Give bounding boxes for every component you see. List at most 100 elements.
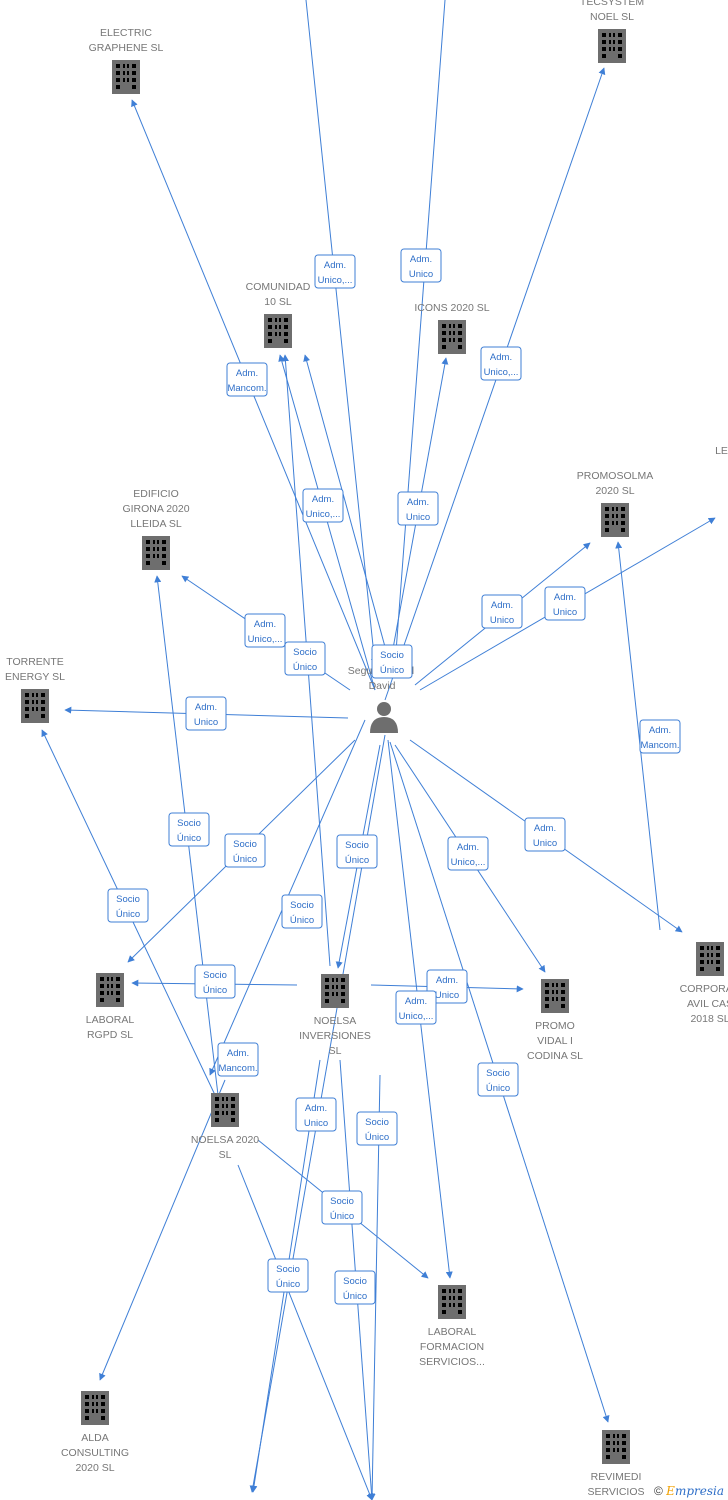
edge-role-label[interactable]: Adm. Mancom. (226, 362, 268, 397)
role-text: Unico (490, 615, 514, 626)
relationship-edge (615, 541, 661, 931)
company-name: GRAPHENE SL (89, 42, 164, 54)
company-name: LEX (715, 445, 728, 457)
company-name: NOEL SL (590, 11, 634, 23)
role-text: Único (330, 1211, 354, 1222)
edge-role-label[interactable]: Adm.Unico,... (480, 346, 522, 381)
company-node-revimedi[interactable]: REVIMEDI SERVICIOS (588, 1430, 645, 1498)
company-node-lex[interactable]: LEX (715, 445, 728, 457)
building-icon (96, 973, 124, 1007)
company-name: CONSULTING (61, 1447, 129, 1459)
edge-role-label[interactable]: Adm.Unico,... (314, 254, 356, 289)
role-text: Unico (304, 1118, 328, 1129)
role-text: Adm. (236, 368, 258, 379)
edge-role-label[interactable]: Adm.Unico (481, 594, 523, 629)
company-name: NOELSA (314, 1015, 357, 1027)
role-text: Único (365, 1132, 389, 1143)
company-name: SL (219, 1149, 232, 1161)
company-node-corporac[interactable]: CORPORACAVIL CAS2018 SL (680, 942, 728, 1025)
company-node-electric[interactable]: ELECTRIC GRAPHENE SL (89, 27, 164, 94)
role-text: Socio (293, 647, 317, 658)
role-text: Adm. (436, 975, 458, 986)
edge-role-label[interactable]: Adm.Unico (524, 817, 566, 852)
company-name: INVERSIONES (299, 1030, 371, 1042)
relationship-edge (391, 0, 446, 666)
edge-role-label[interactable]: Adm. Unico (295, 1097, 337, 1132)
company-name: TORRENTE (6, 656, 64, 668)
person-name: David (369, 680, 396, 692)
company-name: CORPORAC (680, 983, 728, 995)
edge-role-label[interactable]: Adm.Unico,... (395, 990, 437, 1025)
building-icon (438, 320, 466, 354)
edge-role-label[interactable]: Adm.Mancom. (639, 719, 681, 754)
role-text: Socio (290, 900, 314, 911)
company-name: SERVICIOS (588, 1486, 645, 1498)
company-node-laboral_form[interactable]: LABORALFORMACIONSERVICIOS... (419, 1285, 485, 1368)
edge-role-label[interactable]: Adm.Unico,... (244, 613, 286, 648)
company-name: 2020 SL (75, 1462, 114, 1474)
role-text: Adm. (490, 352, 512, 363)
relationship-edge (237, 1164, 373, 1500)
role-text: Mancom. (227, 383, 266, 394)
role-text: Único (290, 915, 314, 926)
role-text: Mancom. (640, 740, 679, 751)
edge-role-label[interactable]: Adm.Unico (426, 969, 468, 1004)
role-text: Adm. (407, 497, 429, 508)
company-name: EDIFICIO (133, 488, 179, 500)
company-node-noelsa_inv[interactable]: NOELSA INVERSIONES SL (299, 974, 371, 1057)
building-icon (142, 536, 170, 570)
edge-role-label[interactable]: Adm.Unico,... (302, 488, 344, 523)
edge-role-label[interactable]: Adm.Mancom. (217, 1042, 259, 1077)
company-name: ELECTRIC (100, 27, 152, 39)
role-text: Unico (194, 717, 218, 728)
role-text: Adm. (312, 494, 334, 505)
copyright-symbol: © (653, 1484, 663, 1498)
role-text: Socio (343, 1276, 367, 1287)
company-node-icons[interactable]: ICONS 2020 SL (414, 302, 490, 354)
relationship-edge (99, 1079, 226, 1381)
role-text: Socio (233, 839, 257, 850)
edge-role-label[interactable]: Adm.Unico,... (447, 836, 489, 871)
role-text: Unico,... (399, 1011, 434, 1022)
edge-role-label[interactable]: Adm.Unico (400, 248, 442, 283)
role-text: Mancom. (218, 1063, 257, 1074)
role-text: Unico (553, 607, 577, 618)
relationship-edge (305, 0, 378, 666)
role-text: Socio (116, 894, 140, 905)
role-text: Adm. (305, 1103, 327, 1114)
edge-role-label[interactable]: Adm.Unico (397, 491, 439, 526)
company-name: REVIMEDI (591, 1471, 642, 1483)
edge-role-label[interactable]: Adm.Unico (544, 586, 586, 621)
role-text: Único (177, 833, 201, 844)
edge-role-label[interactable]: Adm.Unico (185, 696, 227, 731)
role-text: Adm. (410, 254, 432, 265)
role-text: Socio (203, 970, 227, 981)
company-name: SL (329, 1045, 342, 1057)
role-text: Socio (177, 818, 201, 829)
role-text: Unico (533, 838, 557, 849)
role-text: Socio (330, 1196, 354, 1207)
